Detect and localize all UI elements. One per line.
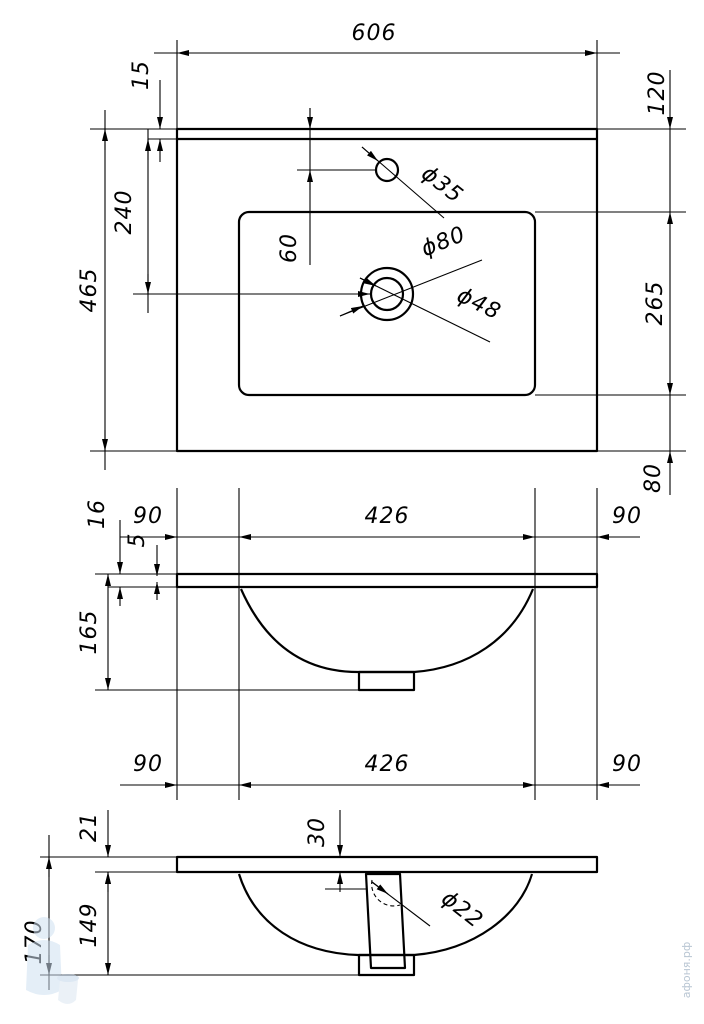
dim-back-offset: 120 (645, 71, 670, 116)
dim-tap-to-bowl: 60 (277, 233, 302, 263)
dim-section-bowl-depth: 149 (77, 903, 102, 948)
section-view-drain (357, 953, 416, 977)
side-view-top (175, 572, 599, 589)
section-view-top (175, 855, 599, 874)
side-view-bowl (239, 588, 535, 674)
side-view-dimensions: 90 426 90 90 426 90 16 5 165 (77, 488, 642, 800)
dim-right-margin-top: 90 (612, 504, 642, 529)
section-view (175, 855, 599, 977)
dim-front-offset: 80 (641, 463, 666, 493)
dim-tap-hole-offset: 30 (305, 817, 330, 847)
watermark-text: афоня.рф (680, 942, 693, 999)
dim-overall-width: 606 (352, 21, 397, 46)
dim-bowl-width-top: 426 (365, 504, 410, 529)
top-view-bowl (237, 210, 537, 397)
top-view-dimensions: 606 120 265 80 465 240 15 (77, 21, 686, 495)
top-view (175, 127, 599, 453)
dim-right-margin-bottom: 90 (612, 752, 642, 777)
dim-side-top-thickness: 16 (85, 499, 110, 529)
dim-side-groove: 5 (125, 533, 150, 548)
section-view-dimensions: 21 149 170 30 ϕ22 (22, 810, 488, 990)
dim-drain-inner-diameter: ϕ48 (453, 283, 505, 325)
side-view (175, 572, 599, 692)
section-view-pipe-arc (371, 879, 401, 907)
dim-side-bowl-depth: 165 (77, 610, 102, 655)
dim-tap-to-drain: 240 (112, 190, 137, 235)
dim-section-rim: 21 (77, 812, 102, 842)
dim-tap-pipe-diameter: ϕ22 (436, 886, 487, 934)
dim-rim-thickness: 15 (129, 60, 154, 90)
dim-tap-hole-diameter: ϕ35 (416, 161, 467, 209)
dim-bowl-length: 265 (643, 281, 668, 326)
side-view-drain (357, 670, 416, 692)
section-view-bowl (237, 873, 534, 957)
dim-overall-depth: 465 (77, 268, 102, 313)
watermark: афоня.рф (26, 917, 693, 1004)
dim-left-margin-bottom: 90 (133, 752, 163, 777)
dim-left-margin-top: 90 (133, 504, 163, 529)
dim-drain-outer-diameter: ϕ80 (418, 222, 470, 262)
drain-inner-ring (369, 276, 405, 312)
mascot-logo-icon (26, 917, 79, 1004)
dim-bowl-width-bottom: 426 (365, 752, 410, 777)
section-view-tap-pipe (364, 872, 407, 970)
